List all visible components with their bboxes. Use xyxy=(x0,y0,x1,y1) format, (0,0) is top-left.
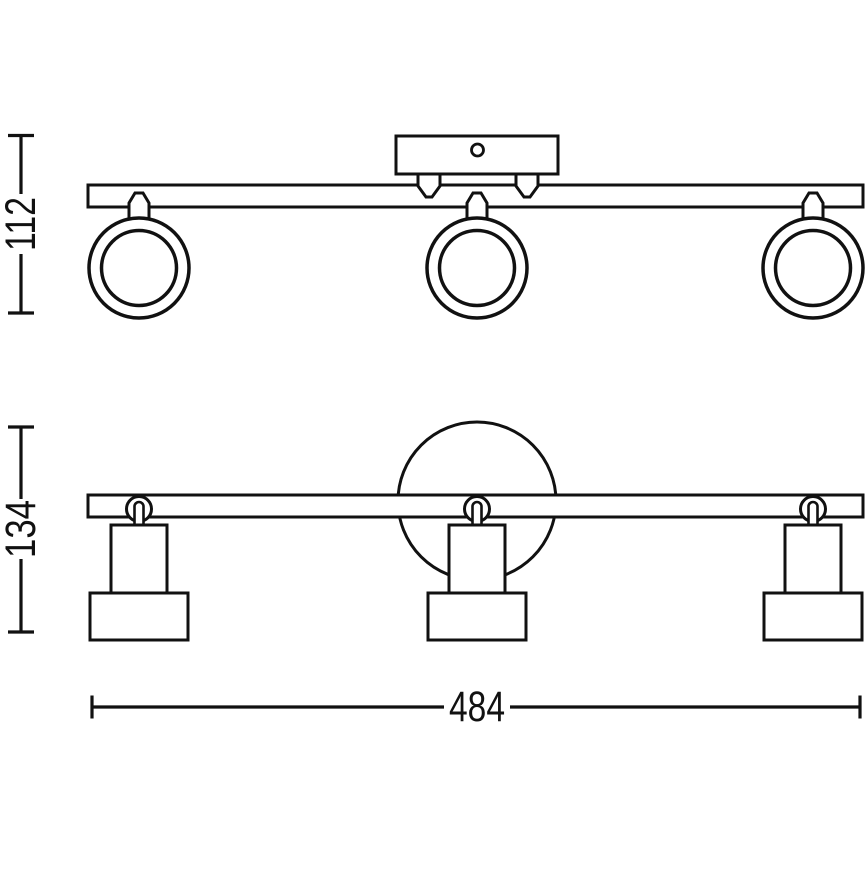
spot-ring-inner-center xyxy=(437,228,517,308)
spot-ring-inner-left xyxy=(99,228,179,308)
front-spot-center xyxy=(425,191,529,320)
spot-head-center xyxy=(426,591,528,642)
dim134-label: 134 xyxy=(0,500,45,558)
spot-head-left xyxy=(88,591,190,642)
front-spot-left xyxy=(87,191,191,320)
spot-body-center xyxy=(447,523,507,595)
dim484-label: 484 xyxy=(449,683,505,731)
screw-hole xyxy=(470,142,485,158)
dim112-label: 112 xyxy=(0,197,45,251)
dimension-side-height: 134 xyxy=(0,425,45,634)
front-spot-right xyxy=(761,191,865,320)
side-spot-center xyxy=(426,495,528,642)
dimension-overall-width: 484 xyxy=(90,683,862,731)
pivot-stem-right xyxy=(807,500,819,527)
spot-ring-inner-right xyxy=(773,228,853,308)
side-spot-left xyxy=(88,495,190,642)
side-spot-right xyxy=(762,495,864,642)
dimension-front-height: 112 xyxy=(0,133,45,315)
spot-body-left xyxy=(109,523,169,595)
spot-head-right xyxy=(762,591,864,642)
side-view xyxy=(86,420,865,642)
pivot-stem-left xyxy=(133,500,145,527)
front-view xyxy=(86,134,865,320)
pivot-stem-center xyxy=(471,500,483,527)
dimension-lines: 112 134 484 xyxy=(0,133,862,731)
spot-body-right xyxy=(783,523,843,595)
